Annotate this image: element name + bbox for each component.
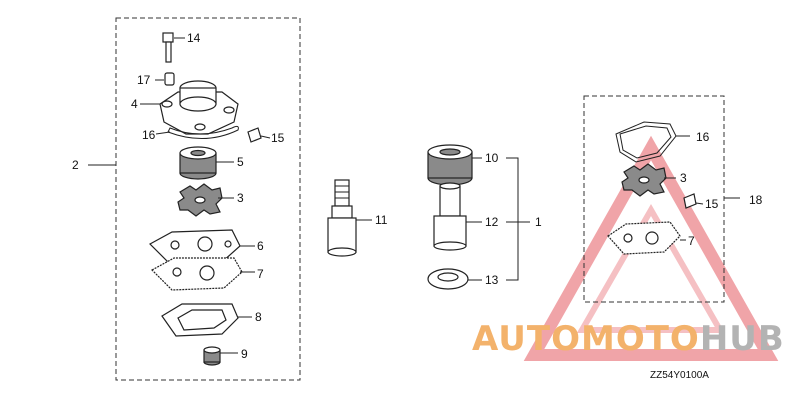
shaft-assembly-group: 10 12 13 1 — [427, 144, 542, 290]
callout-16b: 16 — [696, 130, 710, 144]
bolt-part — [162, 32, 174, 63]
group-2-outline — [115, 17, 301, 381]
watermark-logo: AUTOMOTOHUB — [472, 135, 785, 361]
callout-11: 11 — [375, 213, 388, 227]
callout-7b: 7 — [688, 234, 695, 248]
repair-kit-group: 18 16 3 15 7 — [583, 95, 763, 303]
group-18-outline — [583, 95, 725, 303]
watermark-moto: MOTO — [581, 319, 700, 359]
callout-2: 2 — [72, 158, 79, 172]
impeller-kit-part — [621, 163, 667, 197]
callout-3a: 3 — [237, 191, 244, 205]
o-ring-part — [167, 125, 239, 140]
watermark-hub: HUB — [700, 319, 785, 359]
lower-gasket-part — [161, 303, 239, 337]
callout-18: 18 — [749, 193, 763, 207]
drive-shaft-part — [327, 179, 357, 257]
dowel-pin-part — [164, 72, 175, 86]
callout-14: 14 — [187, 31, 201, 45]
water-pump-assembly-group: 2 14 17 4 16 15 — [72, 17, 301, 381]
pump-housing-part — [159, 80, 239, 135]
callout-10: 10 — [485, 151, 499, 165]
callout-6: 6 — [257, 239, 264, 253]
shaft-sleeve-part — [433, 182, 467, 251]
bracket-1 — [506, 157, 519, 281]
washer-part — [427, 268, 469, 290]
o-ring-kit-part — [615, 121, 677, 163]
gasket-kit-part — [607, 221, 681, 255]
callout-3b: 3 — [680, 171, 687, 185]
grommet-part — [247, 127, 262, 143]
callout-15a: 15 — [271, 131, 285, 145]
diagram-code: ZZ54Y0100A — [650, 370, 709, 381]
callout-15b: 15 — [705, 197, 719, 211]
callout-1: 1 — [535, 215, 542, 229]
seal-part — [203, 346, 221, 366]
callout-12: 12 — [485, 215, 499, 229]
callout-7a: 7 — [257, 267, 264, 281]
callout-4: 4 — [131, 97, 138, 111]
insert-part — [179, 146, 217, 180]
grommet-kit-part — [683, 193, 697, 209]
bushing-part — [427, 144, 473, 186]
callout-17: 17 — [137, 73, 151, 87]
callout-9: 9 — [241, 347, 248, 361]
callout-8: 8 — [255, 310, 262, 324]
callout-5: 5 — [237, 155, 244, 169]
callout-16a: 16 — [142, 128, 156, 142]
svg-text:AUTOMOTOHUB: AUTOMOTOHUB — [472, 319, 785, 359]
callout-13: 13 — [485, 273, 499, 287]
gasket-part — [151, 257, 243, 291]
watermark-auto: AUTO — [472, 319, 581, 359]
impeller-part — [177, 183, 223, 217]
